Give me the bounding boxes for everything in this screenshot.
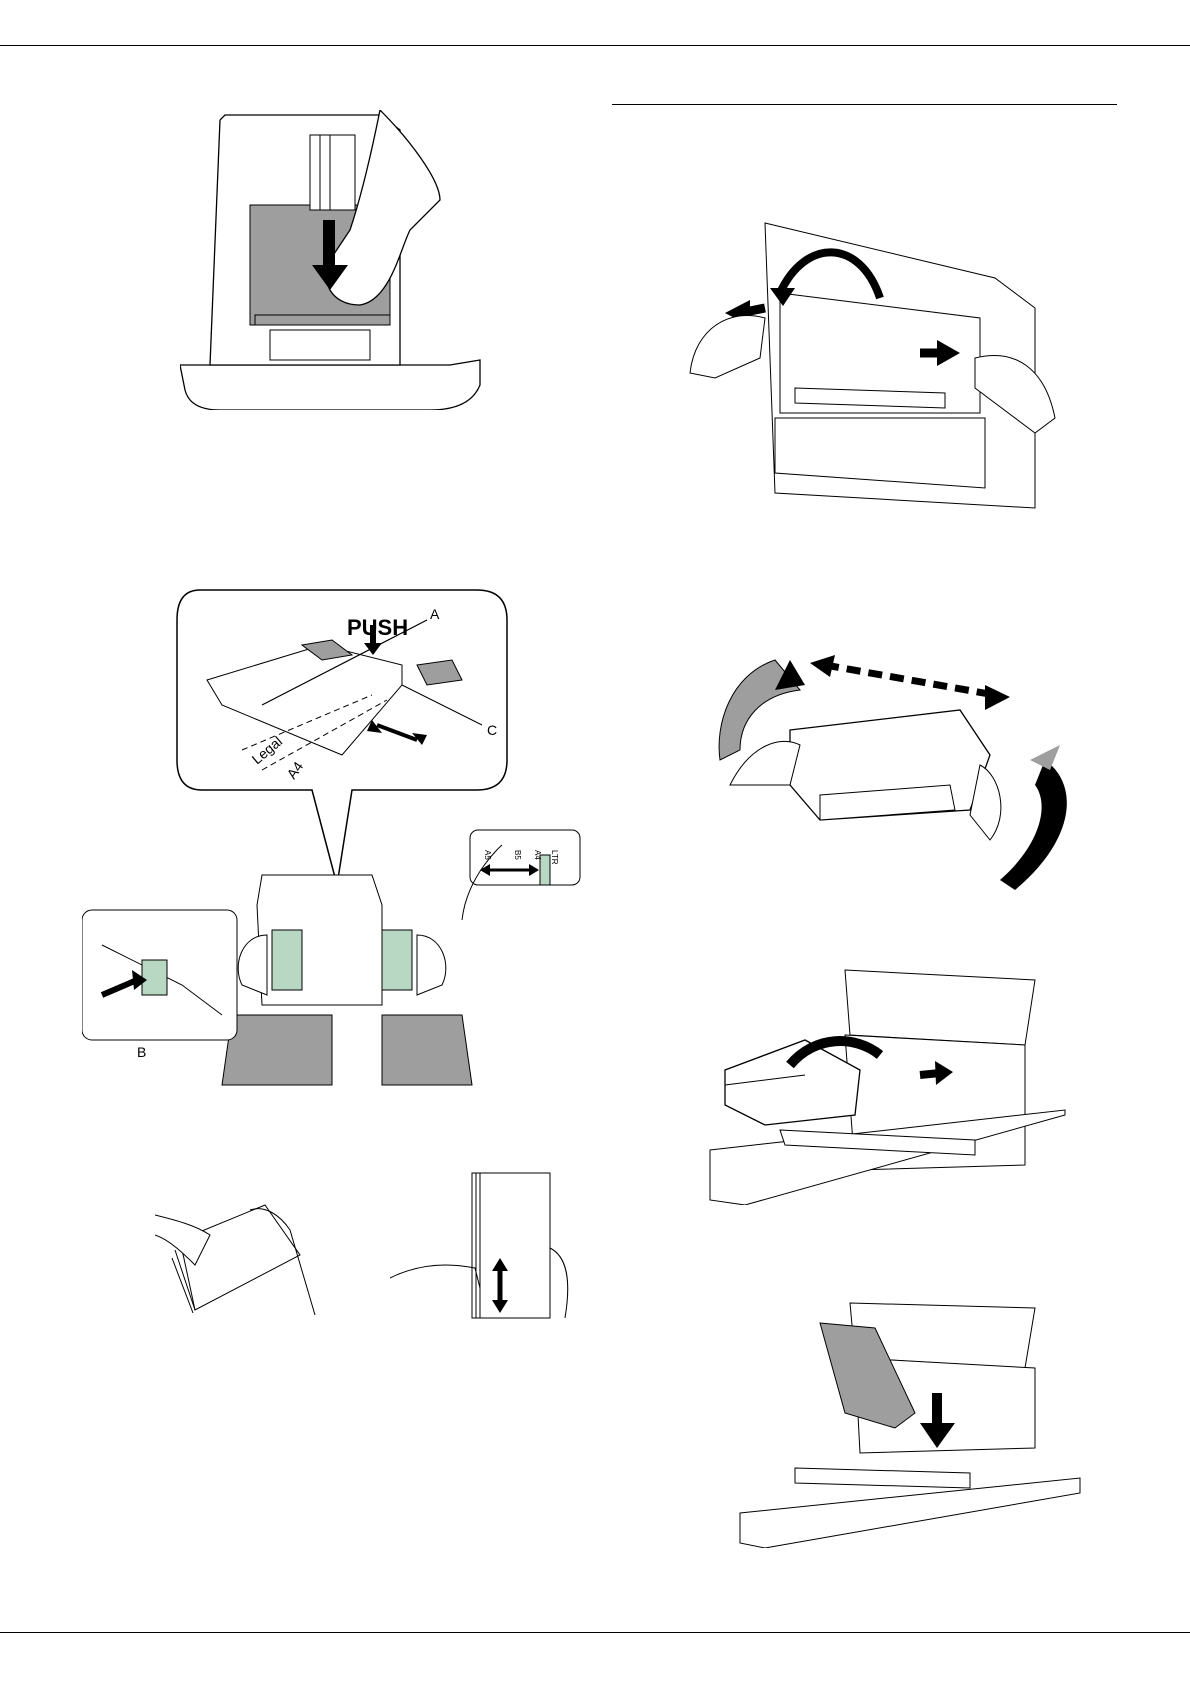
push-label: PUSH <box>347 615 408 640</box>
fan-paper-illustration <box>155 1195 320 1320</box>
align-paper-stack-illustration <box>390 1168 580 1328</box>
tray-press-down-illustration <box>180 110 500 410</box>
top-rule <box>0 45 1190 46</box>
tray-guide-adjust-illustration: PUSH A C Legal A4 A5 B5 A4 LTR B <box>82 585 592 1095</box>
callout-b: B <box>137 1044 146 1060</box>
scale-ltr: LTR <box>550 850 559 865</box>
scale-a5: A5 <box>483 850 492 860</box>
callout-c: C <box>487 722 497 738</box>
push-cartridge-down-illustration <box>735 1298 1085 1548</box>
scale-a4: A4 <box>533 850 542 860</box>
section-rule <box>612 104 1117 105</box>
shake-cartridge-illustration <box>710 655 1100 895</box>
insert-cartridge-illustration <box>705 965 1075 1205</box>
bottom-rule <box>0 1632 1190 1633</box>
callout-a: A <box>430 606 440 622</box>
scale-b5: B5 <box>513 850 522 860</box>
open-front-cover-illustration <box>685 218 1105 513</box>
